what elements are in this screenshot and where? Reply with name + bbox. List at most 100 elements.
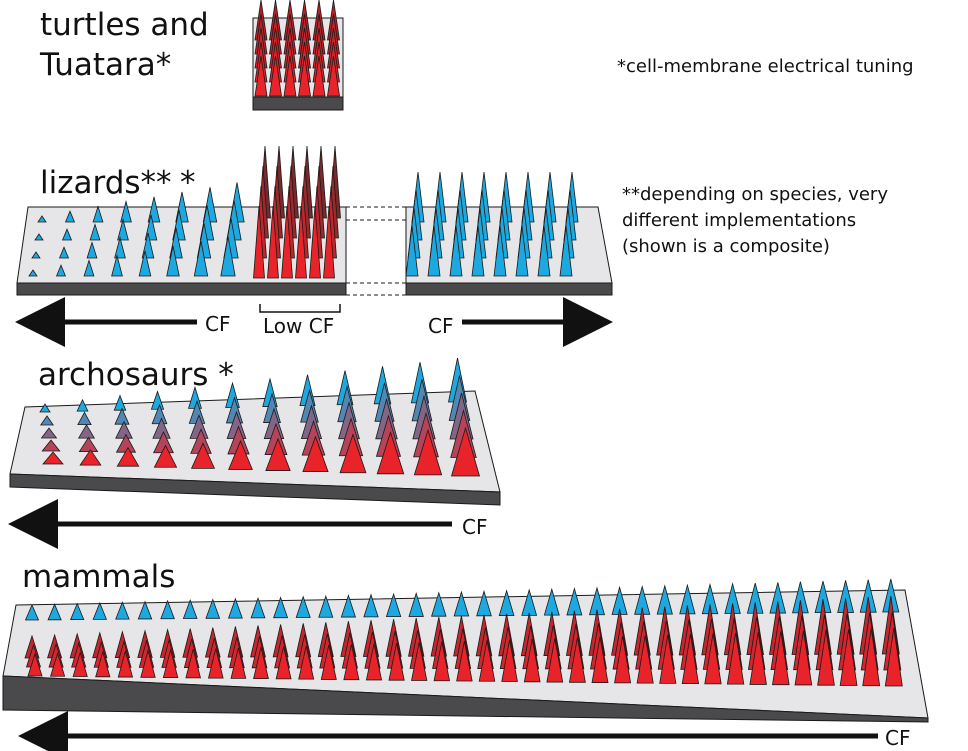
turtle-hair-cell <box>283 55 297 97</box>
mammal-outer-hair-cell <box>162 648 179 678</box>
mammal-outer-hair-cell <box>117 649 134 678</box>
lizard-hair-cell-left <box>117 218 129 241</box>
mammal-inner-hair-cell <box>70 602 85 620</box>
mammal-outer-hair-cell <box>884 627 903 687</box>
lizard-hair-cell-left <box>86 241 98 259</box>
archosaur-hair-cell <box>77 411 92 425</box>
lizard-right-cf-label: CF <box>428 314 453 338</box>
lizard-hair-cell-left <box>37 215 47 223</box>
archosaur-hair-cell <box>153 444 178 468</box>
mammal-inner-hair-cell <box>137 600 153 620</box>
mammal-outer-hair-cell <box>253 647 269 680</box>
lizard-hair-cell-left <box>55 264 67 277</box>
lizard-hair-cell-left <box>166 245 180 277</box>
lizard-hair-cell-left <box>138 250 152 277</box>
archosaur-hair-cell <box>339 433 367 474</box>
lizard-low-cf-cell <box>267 205 279 279</box>
mammal-inner-hair-cell <box>115 601 130 620</box>
lizard-hair-cells <box>28 145 579 279</box>
mammal-outer-hair-cell <box>50 651 66 677</box>
mammal-outer-hair-cell <box>839 629 858 686</box>
archosaur-hair-cell <box>77 424 96 439</box>
turtles-label-line1: turtles and <box>40 7 209 43</box>
archosaur-hair-cell <box>114 407 130 425</box>
lizard-base-right <box>405 282 613 296</box>
mammal-inner-hair-cell <box>408 592 424 617</box>
lizard-hair-cell-right <box>515 225 529 277</box>
lizard-hair-cell-left <box>92 205 104 223</box>
lizard-hair-cell-right <box>493 225 507 277</box>
mammal-inner-hair-cell <box>205 598 221 619</box>
mammal-inner-hair-cell <box>182 599 198 619</box>
mammal-inner-hair-cell <box>363 593 379 618</box>
mammal-outer-hair-cell <box>794 630 813 686</box>
archosaur-hair-cell <box>450 426 481 477</box>
lizard-hair-cell-right <box>405 225 419 277</box>
lizard-hair-cell-right <box>471 225 485 277</box>
mammal-outer-hair-cell <box>772 631 790 686</box>
mammal-outer-hair-cell <box>478 640 496 682</box>
low-cf-label: Low CF <box>263 314 334 338</box>
mammal-outer-hair-cell <box>298 645 315 680</box>
mammal-outer-hair-cell <box>546 638 564 683</box>
archosaur-hair-cell <box>42 451 64 465</box>
mammal-hair-cells <box>24 578 903 687</box>
archosaur-hair-cell <box>190 442 216 469</box>
archosaur-hair-cell <box>79 449 102 466</box>
archosaur-hair-cell <box>228 440 253 470</box>
mammal-outer-hair-cell <box>72 651 88 677</box>
mammal-outer-hair-cell <box>817 629 835 686</box>
mammal-outer-hair-cell <box>862 628 881 687</box>
mammal-inner-hair-cell <box>160 599 175 620</box>
turtle-hair-cell <box>312 55 326 97</box>
lizard-low-cf-cell <box>281 205 293 279</box>
mammal-outer-hair-cell <box>523 638 541 683</box>
turtle-base <box>252 96 344 111</box>
mammal-inner-hair-cell <box>227 597 243 619</box>
mammal-outer-hair-cell <box>433 641 450 682</box>
turtle-hair-cell <box>298 55 311 97</box>
mammal-outer-hair-cell <box>140 649 156 678</box>
turtle-membrane <box>252 17 344 99</box>
lizard-gap-dashed <box>346 206 406 296</box>
archosaur-hair-cell <box>150 390 165 410</box>
mammal-outer-hair-cell <box>659 634 677 684</box>
archosaur-base <box>9 473 501 506</box>
lizard-hair-cell-left <box>31 251 41 259</box>
mammal-outer-hair-cell <box>726 632 745 685</box>
mammals-label: mammals <box>22 559 175 595</box>
mammal-inner-hair-cell <box>250 596 266 619</box>
lizard-low-cf-cell <box>253 205 265 279</box>
lizard-hair-cell-left <box>89 223 101 241</box>
mammal-inner-hair-cell <box>273 596 289 619</box>
archosaur-hair-cell <box>265 437 291 471</box>
mammal-outer-hair-cell <box>614 636 632 684</box>
mammal-organ <box>2 578 929 723</box>
lizard-hair-cell-left <box>64 210 76 223</box>
archosaur-hair-cells <box>39 357 481 477</box>
electrical-tuning-note: *cell-membrane electrical tuning <box>617 56 914 77</box>
archosaur-hair-cell <box>39 403 51 413</box>
archosaur-hair-cell <box>302 435 329 473</box>
mammal-outer-hair-cell <box>185 649 201 679</box>
lizard-hair-cell-left <box>83 259 95 277</box>
archosaurs-label: archosaurs * <box>38 357 234 393</box>
mammal-inner-hair-cell <box>340 594 357 618</box>
lizard-hair-cell-left <box>220 236 236 277</box>
mammal-outer-hair-cell <box>681 634 700 685</box>
archosaur-hair-cell <box>116 446 140 467</box>
archosaur-hair-cell <box>413 428 443 476</box>
mammal-inner-hair-cell <box>431 591 447 617</box>
mammal-outer-hair-cell <box>275 646 292 680</box>
mammal-inner-hair-cell <box>92 601 108 620</box>
lizard-hair-cell-left <box>28 269 38 277</box>
lizard-low-cf-cell <box>295 205 307 279</box>
lizard-hair-cell-right <box>537 225 551 277</box>
mammal-cf-label: CF <box>885 726 910 750</box>
archosaur-hair-cell <box>76 398 89 412</box>
lizards-label-extra: * <box>180 165 196 201</box>
lizard-low-cf-cell <box>323 205 335 279</box>
lizard-low-cf-cell <box>309 205 321 279</box>
archosaur-cf-label: CF <box>462 515 487 539</box>
